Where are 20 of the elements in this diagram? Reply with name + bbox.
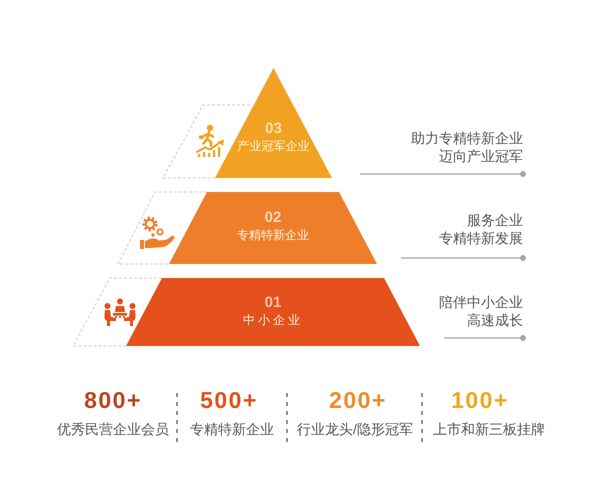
tier-label: 专精特新企业 [237,228,309,242]
tier-label: 中小企业 [243,313,303,327]
stat-number: 100+ [451,387,509,413]
stat-caption: 上市和新三板挂牌 [433,420,545,438]
stat-caption: 专精特新企业 [190,420,274,438]
pyramid-tier [126,278,420,346]
tier-number: 03 [265,120,282,137]
stat-caption: 行业龙头/隐形冠军 [297,420,413,438]
stat-number: 500+ [200,387,258,413]
pyramid-tier [215,68,332,178]
stat-number: 800+ [84,387,142,413]
description-text: 助力专精特新企业迈向产业冠军 [411,129,523,165]
stat-number: 200+ [329,387,387,413]
tier-number: 01 [264,294,282,311]
tier-label: 产业冠军企业 [238,139,310,153]
stat-caption: 优秀民营企业会员 [57,420,169,438]
tier-number: 02 [264,209,282,226]
description-text: 服务企业专精特新发展 [439,211,523,247]
pyramid-tier [169,192,377,264]
description-text: 陪伴中小企业高速成长 [439,293,523,329]
